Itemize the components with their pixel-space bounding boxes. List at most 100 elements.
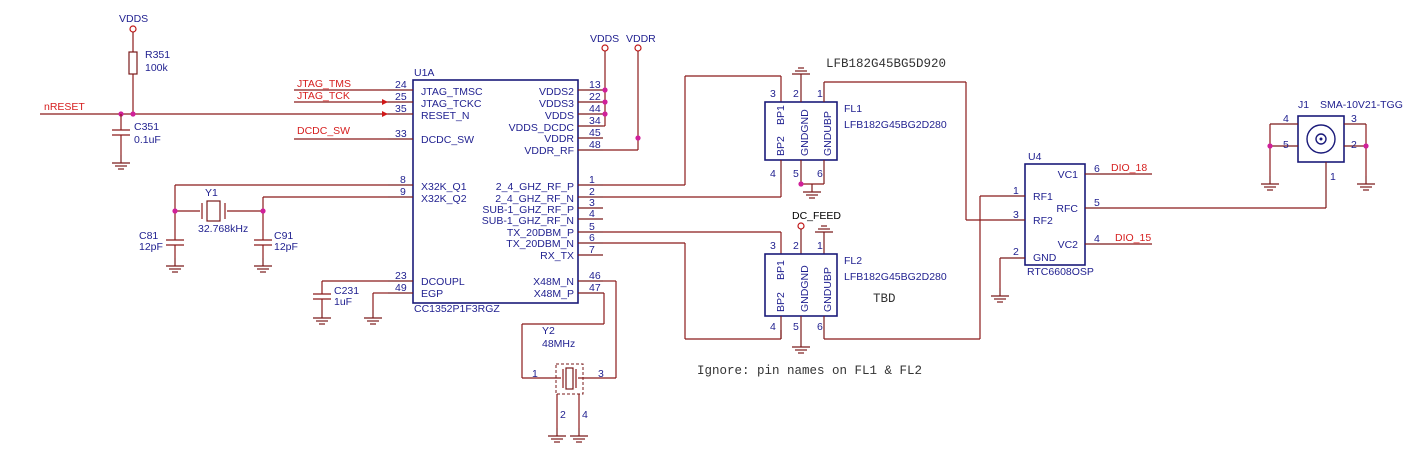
fl1-pin-label: GNDGND bbox=[799, 109, 811, 156]
y2-crystal-section: Y2 48MHz 1 3 2 4 bbox=[521, 280, 617, 443]
vdds-label-top: VDDS bbox=[119, 13, 148, 25]
u1-body bbox=[412, 79, 579, 304]
u4-rf-switch: U4 RTC6608OSP 1 RF1 3 RF2 2 GND 6 VC1 5 … bbox=[990, 151, 1326, 303]
fl2-note: TBD bbox=[873, 292, 896, 306]
u1-pin-num: 4 bbox=[589, 208, 595, 220]
y2-crystal bbox=[565, 367, 574, 390]
u1-pin-name: RX_TX bbox=[540, 250, 574, 262]
u4-pin-name: RFC bbox=[1056, 203, 1078, 215]
u4-pin-name: VC2 bbox=[1058, 239, 1079, 251]
fl2-bottom-pin: 4 bbox=[770, 321, 776, 333]
fl2-filter: DC_FEED FL2 LFB182G45BG2D280 TBD BP2 BP1… bbox=[764, 210, 980, 354]
u1-ref: U1A bbox=[414, 67, 434, 79]
switch-routing bbox=[965, 82, 1000, 339]
fl1-filter: LFB182G45BG5D920 FL1 LFB182G45BG2D280 BP… bbox=[764, 57, 966, 199]
dio15-net-label: DIO_15 bbox=[1115, 232, 1151, 244]
u1-pin-name: 2_4_GHZ_RF_N bbox=[495, 193, 574, 205]
jtag-tms-label: JTAG_TMS bbox=[297, 78, 351, 90]
fl2-ref: FL2 bbox=[844, 255, 862, 267]
u1-pin-name: X32K_Q1 bbox=[421, 181, 467, 193]
fl2-top-pin: 1 bbox=[817, 240, 823, 252]
c231-value: 1uF bbox=[334, 296, 352, 308]
fl2-top-pin: 2 bbox=[793, 240, 799, 252]
u1-pin-num: 44 bbox=[589, 103, 601, 115]
u1-pin-num: 48 bbox=[589, 139, 601, 151]
u1-pin-name: X48M_N bbox=[533, 276, 574, 288]
u1-pin-name: TX_20DBM_P bbox=[507, 227, 574, 239]
u1-part: CC1352P1F3RGZ bbox=[414, 303, 500, 315]
r351-value: 100k bbox=[145, 62, 169, 74]
j1-pin: 5 bbox=[1283, 139, 1289, 151]
u1-pin-name: 2_4_GHZ_RF_P bbox=[496, 181, 574, 193]
u4-pin-name: RF1 bbox=[1033, 191, 1053, 203]
u1-pin-name: VDDS_DCDC bbox=[509, 122, 575, 134]
u1-pin-name: VDDR bbox=[544, 133, 574, 145]
fl2-part: LFB182G45BG2D280 bbox=[844, 271, 947, 283]
u1-pin-num: 33 bbox=[395, 128, 407, 140]
fl1-pin-label: BP1 bbox=[775, 105, 787, 125]
fl2-body bbox=[764, 253, 838, 317]
u1-pin-num: 1 bbox=[589, 174, 595, 186]
u1-pin-num: 34 bbox=[589, 115, 601, 127]
fl1-top-label: LFB182G45BG5D920 bbox=[826, 57, 946, 71]
u1-pin-num: 46 bbox=[589, 270, 601, 282]
note-text: Ignore: pin names on FL1 & FL2 bbox=[697, 364, 922, 378]
vdds-label: VDDS bbox=[590, 33, 619, 45]
c81-ref: C81 bbox=[139, 230, 158, 242]
y2-pin: 1 bbox=[532, 368, 538, 380]
fl1-top-pin: 2 bbox=[793, 88, 799, 100]
u1-pin-name: JTAG_TMSC bbox=[421, 86, 483, 98]
dio18-net-label: DIO_18 bbox=[1111, 162, 1147, 174]
u1-pin-num: 3 bbox=[589, 197, 595, 209]
u1-pin-name: VDDS2 bbox=[539, 86, 574, 98]
dcdc-sw-label: DCDC_SW bbox=[297, 125, 350, 137]
u4-pin-name: RF2 bbox=[1033, 215, 1053, 227]
u1-pin-num: 49 bbox=[395, 282, 407, 294]
jtag-tck-label: JTAG_TCK bbox=[297, 90, 350, 102]
u1-pin-name: VDDR_RF bbox=[524, 145, 574, 157]
fl1-top-pin: 3 bbox=[770, 88, 776, 100]
fl2-bottom-pin: 5 bbox=[793, 321, 799, 333]
u1-pin-num: 35 bbox=[395, 103, 407, 115]
c91-value: 12pF bbox=[274, 241, 298, 253]
u1-pin-name: VDDS bbox=[545, 110, 574, 122]
fl1-part: LFB182G45BG2D280 bbox=[844, 119, 947, 131]
u1-pin-num: 8 bbox=[400, 174, 406, 186]
u4-pin-num: 2 bbox=[1013, 246, 1019, 258]
u1-pin-name: X32K_Q2 bbox=[421, 193, 467, 205]
u1-pin-name: JTAG_TCKC bbox=[421, 98, 482, 110]
u1-pin-num: 24 bbox=[395, 79, 407, 91]
y2-ref: Y2 bbox=[542, 325, 555, 337]
u1-pin-num: 5 bbox=[589, 221, 595, 233]
u4-part: RTC6608OSP bbox=[1027, 266, 1094, 278]
u1-pin-num: 6 bbox=[589, 232, 595, 244]
u1-pin-num: 23 bbox=[395, 270, 407, 282]
u4-pin-num: 6 bbox=[1094, 163, 1100, 175]
j1-pin: 3 bbox=[1351, 113, 1357, 125]
fl2-pin-label: GNDGND bbox=[799, 265, 811, 312]
u4-pin-num: 4 bbox=[1094, 233, 1100, 245]
vdds-reset-section: VDDS R351 100k nRESET C351 0.1uF bbox=[40, 13, 388, 170]
c81-value: 12pF bbox=[139, 241, 163, 253]
u1-pin-num: 22 bbox=[589, 91, 601, 103]
j1-pin: 1 bbox=[1330, 171, 1336, 183]
y2-pin: 4 bbox=[582, 409, 588, 421]
fl2-bottom-pin: 6 bbox=[817, 321, 823, 333]
fl1-top-pin: 1 bbox=[817, 88, 823, 100]
u1-chip: U1A CC1352P1F3RGZ 24 JTAG_TMSC 25 JTAG_T… bbox=[388, 67, 603, 315]
y1-ref: Y1 bbox=[205, 187, 218, 199]
u1-pin-name: SUB-1_GHZ_RF_N bbox=[482, 215, 574, 227]
c231-ref: C231 bbox=[334, 285, 359, 297]
u1-pin-num: 45 bbox=[589, 127, 601, 139]
u4-pin-name: GND bbox=[1033, 252, 1057, 264]
u1-pin-name: SUB-1_GHZ_RF_P bbox=[482, 204, 574, 216]
y1-freq: 32.768kHz bbox=[198, 223, 248, 235]
fl2-pin-label: GNDUBP bbox=[822, 267, 834, 312]
j1-sma-connector: J1 SMA-10V21-TGG 4 5 3 2 1 bbox=[1260, 99, 1403, 208]
fl1-pin-label: BP2 bbox=[775, 136, 787, 156]
c351-ref: C351 bbox=[134, 121, 159, 133]
y1-crystal bbox=[206, 200, 221, 222]
u1-pin-name: X48M_P bbox=[534, 288, 574, 300]
vdds-vddr-rails: VDDS VDDR bbox=[590, 33, 656, 151]
